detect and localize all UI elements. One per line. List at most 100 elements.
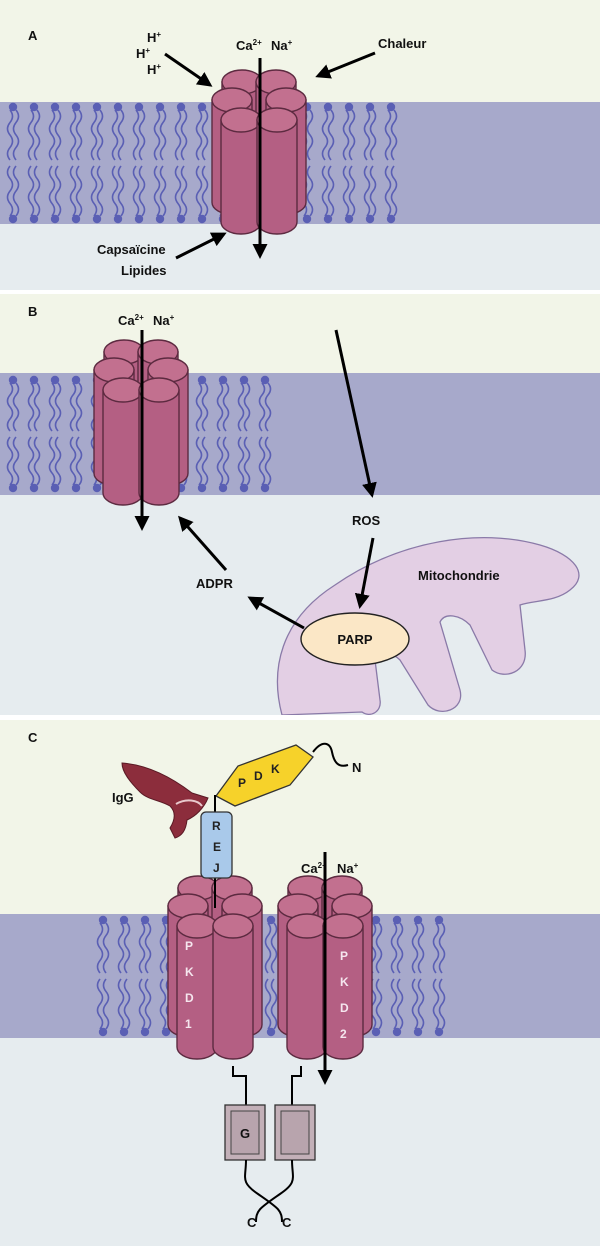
lipid-tail [153,165,161,217]
panel-a-ca-label: Ca2+ [236,38,262,53]
lipid-head [161,1027,171,1037]
lipid-head [50,214,60,224]
panel-c-na-label: Na+ [337,861,359,876]
igg-label: IgG [112,790,134,805]
lipid-head [197,375,207,385]
lipid-tail [396,922,404,974]
lipid-head [434,915,444,925]
lipid-head [92,483,102,493]
panel-b-extracellular [0,294,600,373]
lipid-tail [369,109,377,161]
lipid-tail [180,109,188,161]
rej-letter-r: R [212,819,221,833]
panel-b-membrane [0,373,600,495]
pkd2-coiled-coil-box-inner [280,1110,310,1155]
lipid-tail [348,109,356,161]
lipid-head [176,102,186,112]
lipid-tail [195,382,203,432]
lipid-tail [237,382,245,432]
lipid-head [365,102,375,112]
lipid-head [218,483,228,493]
ros-label: ROS [352,513,381,528]
igg-highlight [175,799,203,807]
lipid-head [386,102,396,112]
lipid-tail [348,165,356,217]
pkd1-c-tail-linker [232,1066,247,1105]
channel-helix-top [256,107,298,133]
lipid-tail [390,109,398,161]
lipid-tail [159,109,167,161]
panel-b: B Ca2+ Na+ Mitochondrie PARP ROS ADPR [0,294,600,716]
lipid-head [113,102,123,112]
panel-c: C Ca2+ Na+ P D K N IgG [0,720,600,1246]
lipid-tail [6,382,14,432]
lipid-head [92,102,102,112]
lipid-head [71,483,81,493]
lipid-tail [6,436,14,486]
lipid-head [392,915,402,925]
lipid-head [155,102,165,112]
lipid-head [371,1027,381,1037]
lipid-tail [264,382,272,432]
channel-helix-top [138,377,180,403]
panel-b-channel [93,339,189,506]
lipid-tail [12,109,20,161]
lipid-tail [48,436,56,486]
pkd1-channel [167,875,263,1060]
channel-helix [286,925,328,1060]
lipid-head [302,214,312,224]
pkd2-letter-2: 2 [340,1027,347,1041]
lipid-tail [33,436,41,486]
lipid-tail [390,165,398,217]
rej-letter-e: E [213,840,221,854]
lipid-tail [369,165,377,217]
lipid-head [344,214,354,224]
lipid-tail [12,436,20,486]
lipid-tail [306,165,314,217]
lipid-head [323,214,333,224]
lipid-tail [102,978,110,1030]
lipid-head [176,214,186,224]
lipid-tail [96,165,104,217]
lipid-head [197,483,207,493]
lipid-head [392,1027,402,1037]
lipid-tail [258,436,266,486]
lipid-tail [117,978,125,1030]
lipid-tail [258,382,266,432]
lipid-tail [363,109,371,161]
lipid-tail [132,109,140,161]
lipid-tail [123,922,131,974]
lipid-tail [417,922,425,974]
lipid-head [92,214,102,224]
lipid-tail [33,109,41,161]
c-terminal-label-left: C [247,1215,257,1230]
channel-helix-top [322,913,364,939]
lipid-tail [201,109,209,161]
lipid-tail [90,109,98,161]
lipid-head [197,214,207,224]
lipid-head [29,483,39,493]
lipid-tail [384,165,392,217]
channel-helix [102,389,144,506]
lipid-tail [96,109,104,161]
lipid-tail [327,165,335,217]
lipid-tail [216,436,224,486]
lipid-tail [222,382,230,432]
proton-label-2: H+ [136,46,150,61]
pkd1-letter-1: 1 [185,1017,192,1031]
panel-b-na-label: Na+ [153,313,175,328]
lipid-head [413,915,423,925]
lipid-tail [201,382,209,432]
lipid-tail [54,436,62,486]
lipid-tail [33,165,41,217]
proton-label-3: H+ [147,62,161,77]
lipid-tail [69,382,77,432]
lipid-tail [384,109,392,161]
igg-antibody [121,762,209,839]
lipid-head [413,1027,423,1037]
panel-a: A H+ H+ H+ Ca2+ Na+ Chaleur Capsaïcine L… [0,0,600,290]
lipid-tail [48,165,56,217]
panel-a-cytoplasm [0,224,600,290]
lipid-head [50,102,60,112]
lipid-tail [27,109,35,161]
